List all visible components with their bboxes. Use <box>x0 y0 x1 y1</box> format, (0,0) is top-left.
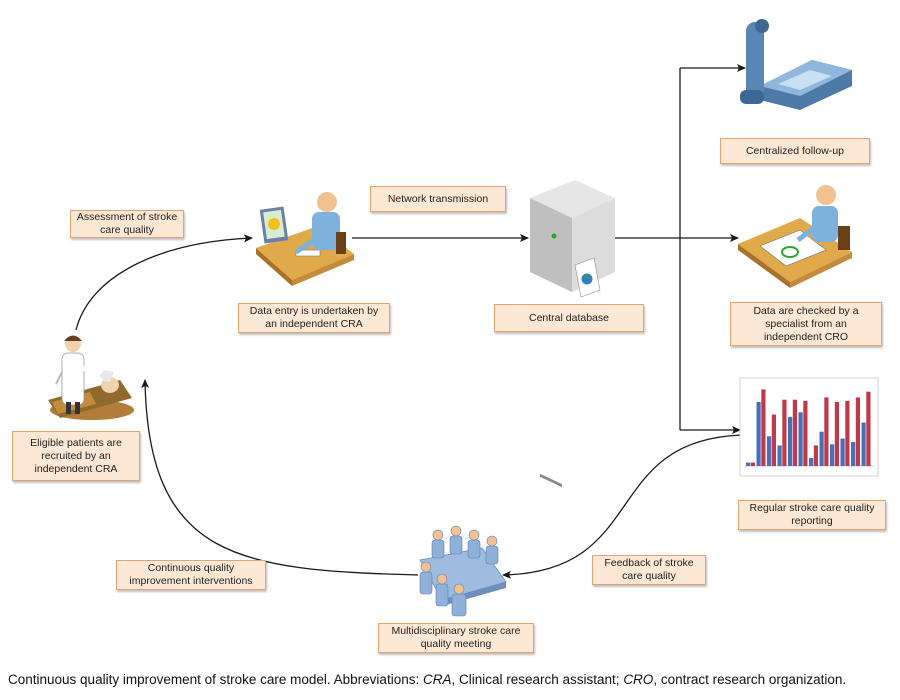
bar-s1-5 <box>788 416 793 466</box>
report-chart <box>739 377 879 477</box>
data-entry-person-icon <box>256 192 354 286</box>
bar-s2-10 <box>845 400 850 466</box>
specialist-checker-icon <box>738 185 852 288</box>
bar-s2-2 <box>761 389 766 466</box>
doctor-patient-icon <box>48 335 134 420</box>
bar-s2-7 <box>813 445 818 466</box>
arrow-feedback <box>502 434 743 579</box>
bar-s2-9 <box>834 402 839 466</box>
figure-caption: Continuous quality improvement of stroke… <box>8 672 847 687</box>
bar-s1-9 <box>830 444 835 466</box>
bar-s1-4 <box>777 445 782 466</box>
label-quality-reporting: Regular stroke care quality reporting <box>738 500 886 530</box>
label-cqi-interventions: Continuous quality improvement intervent… <box>116 560 266 590</box>
bar-s1-10 <box>840 438 845 466</box>
bar-s2-5 <box>792 399 797 466</box>
bar-s2-8 <box>824 397 829 466</box>
bar-s1-11 <box>851 442 856 466</box>
label-multidisciplinary-meeting: Multidisciplinary stroke care quality me… <box>378 623 534 653</box>
server-icon <box>530 180 615 488</box>
bar-s2-3 <box>771 414 776 466</box>
bar-s2-12 <box>866 391 871 466</box>
bar-s2-1 <box>750 462 755 466</box>
label-data-checked: Data are checked by a specialist from an… <box>730 302 882 346</box>
label-assessment: Assessment of stroke care quality <box>70 210 184 238</box>
bar-s1-6 <box>798 412 803 466</box>
arrow-improvement <box>141 379 419 576</box>
bar-s1-2 <box>756 402 761 466</box>
bar-s1-8 <box>819 431 824 466</box>
bar-s2-4 <box>782 399 787 466</box>
arrow-to-data-entry <box>75 234 253 331</box>
bar-s1-1 <box>746 462 751 466</box>
label-central-database: Central database <box>494 304 644 332</box>
meeting-table-icon <box>419 525 507 617</box>
label-centralized-followup: Centralized follow-up <box>720 138 870 164</box>
bar-s1-12 <box>861 422 866 466</box>
label-feedback: Feedback of stroke care quality <box>592 555 706 585</box>
telephone-icon <box>740 19 852 110</box>
label-data-entry: Data entry is undertaken by an independe… <box>238 303 390 333</box>
bar-s1-3 <box>767 436 772 466</box>
label-network-transmission: Network transmission <box>370 186 506 212</box>
bar-s2-6 <box>803 400 808 466</box>
abbr-cro: CRO <box>623 672 654 687</box>
bar-s1-7 <box>809 458 814 466</box>
bar-s2-11 <box>855 397 860 466</box>
abbr-cra: CRA <box>422 672 452 687</box>
label-eligible-patients: Eligible patients are recruited by an in… <box>12 431 140 481</box>
